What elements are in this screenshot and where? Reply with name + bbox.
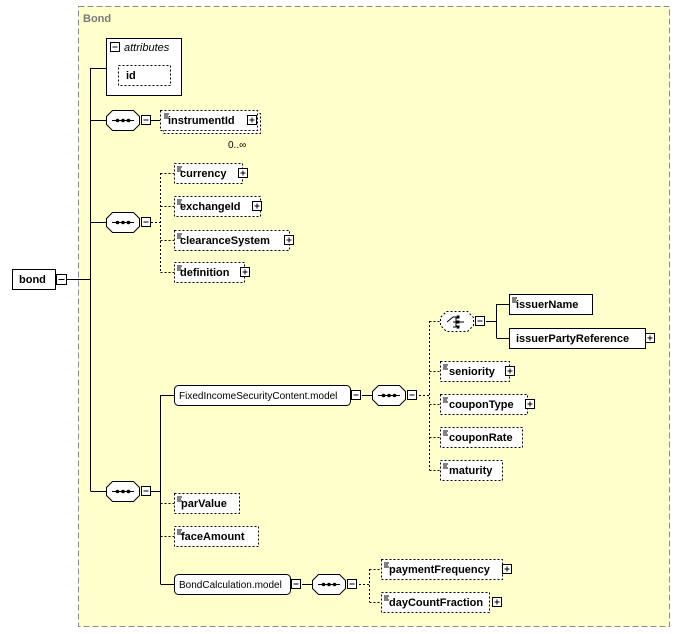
svg-text:definition: definition [180, 267, 230, 279]
sequence-compositor-2[interactable] [106, 212, 151, 233]
svg-text:issuerPartyReference: issuerPartyReference [516, 333, 629, 345]
svg-text:couponRate: couponRate [449, 432, 513, 444]
element-exchangeId[interactable]: exchangeId [174, 196, 262, 217]
element-paymentFrequency[interactable]: paymentFrequency [381, 559, 512, 580]
svg-text:couponType: couponType [449, 399, 514, 411]
element-issuerPartyReference[interactable]: issuerPartyReference [509, 328, 655, 349]
connectors [67, 68, 509, 585]
svg-text:maturity: maturity [449, 465, 493, 477]
svg-text:parValue: parValue [181, 498, 227, 510]
sequence-compositor-1[interactable] [106, 110, 151, 131]
svg-text:exchangeId: exchangeId [180, 201, 241, 213]
svg-text:dayCountFraction: dayCountFraction [389, 597, 483, 609]
element-definition[interactable]: definition [174, 262, 250, 283]
svg-text:seniority: seniority [449, 366, 496, 378]
element-issuerName[interactable]: issuerName [509, 294, 593, 315]
element-couponType[interactable]: couponType [440, 394, 535, 415]
choice-compositor[interactable] [440, 311, 485, 332]
element-faceAmount[interactable]: faceAmount [174, 526, 259, 547]
svg-text:id: id [126, 70, 136, 82]
bond-group-box [78, 6, 670, 627]
svg-text:FixedIncomeSecurityContent.mod: FixedIncomeSecurityContent.model [179, 391, 337, 402]
optional-connectors [151, 173, 440, 603]
svg-text:issuerName: issuerName [516, 299, 578, 311]
svg-text:faceAmount: faceAmount [181, 531, 245, 543]
element-maturity[interactable]: maturity [440, 460, 503, 481]
svg-text:clearanceSystem: clearanceSystem [180, 235, 270, 247]
group-ref-BondCalculation[interactable]: BondCalculation.model [174, 574, 301, 595]
element-couponRate[interactable]: couponRate [440, 427, 523, 448]
element-clearanceSystem[interactable]: clearanceSystem [174, 230, 294, 251]
sequence-compositor-bondcalc[interactable] [312, 574, 357, 595]
attributes-box: attributes id [106, 38, 182, 96]
element-instrumentId[interactable]: instrumentId [160, 110, 261, 134]
group-ref-FixedIncomeSecurityContent[interactable]: FixedIncomeSecurityContent.model [174, 385, 361, 406]
svg-text:bond: bond [19, 274, 46, 286]
svg-text:paymentFrequency: paymentFrequency [389, 564, 491, 576]
element-parValue[interactable]: parValue [174, 493, 240, 514]
element-currency[interactable]: currency [174, 163, 248, 184]
sequence-compositor-3[interactable] [106, 481, 151, 502]
svg-text:attributes: attributes [124, 42, 170, 54]
element-seniority[interactable]: seniority [440, 361, 515, 382]
svg-text:instrumentId: instrumentId [168, 115, 235, 127]
svg-text:currency: currency [180, 168, 227, 180]
sequence-compositor-fis[interactable] [372, 385, 417, 406]
group-title: Bond [83, 13, 111, 25]
element-dayCountFraction[interactable]: dayCountFraction [381, 592, 502, 613]
svg-text:BondCalculation.model: BondCalculation.model [179, 580, 282, 591]
instrumentId-cardinality: 0..∞ [228, 140, 246, 151]
root-element-bond[interactable]: bond [12, 269, 67, 290]
